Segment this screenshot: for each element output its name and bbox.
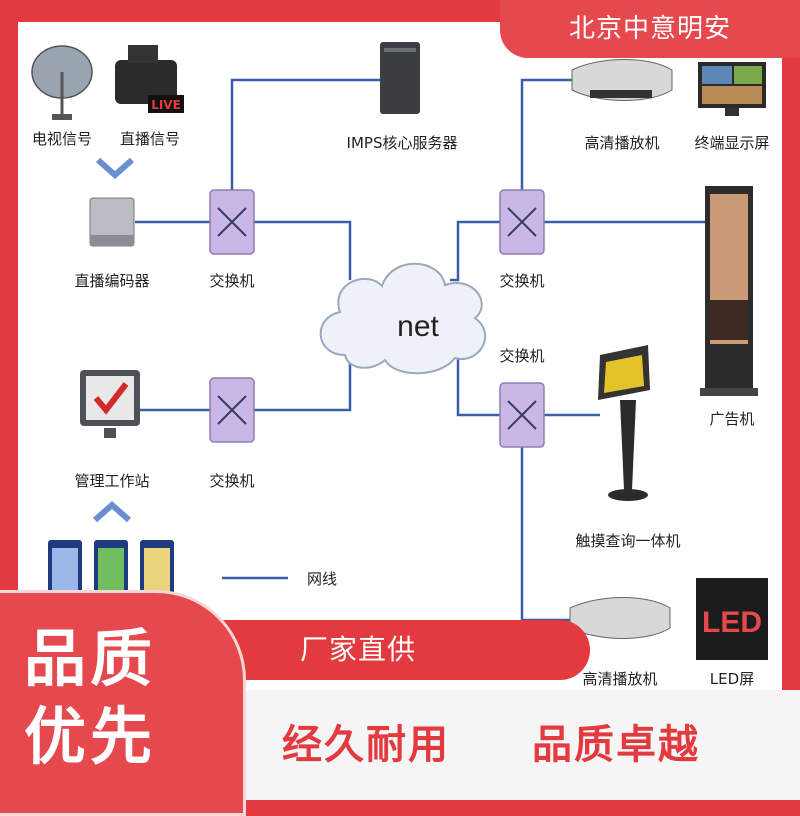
- link-switch-server: [230, 78, 380, 190]
- link-switch-bottom-player: [520, 445, 578, 622]
- admin-monitor-icon: [80, 370, 140, 438]
- switch-icon: [499, 189, 545, 255]
- terminal-screen-label: 终端显示屏: [694, 134, 770, 152]
- switch-label: 交换机: [209, 272, 255, 290]
- switch-icon: [209, 377, 255, 443]
- brand-tag: 北京中意明安: [500, 0, 800, 58]
- mobile-devices-icon: [48, 540, 174, 598]
- link-switch-cloud: [254, 220, 352, 280]
- switch-icon: [499, 382, 545, 448]
- live-badge: LIVE: [151, 98, 181, 112]
- server-label: IMPS核心服务器: [346, 134, 458, 152]
- ad-machine-icon: [700, 186, 758, 396]
- tv-signal-label: 电视信号: [31, 130, 93, 148]
- admin-station-label: 管理工作站: [74, 472, 150, 490]
- link-switch-player: [520, 78, 580, 190]
- kiosk-label: 触摸查询一体机: [575, 532, 681, 550]
- quality-badge: [0, 590, 246, 816]
- chevron-up-icon: [93, 500, 131, 523]
- led-screen-icon: LED: [696, 578, 768, 660]
- cloud-icon: [319, 262, 487, 375]
- live-signal-label: 直播信号: [119, 130, 181, 148]
- switch-label: 交换机: [499, 347, 545, 365]
- led-screen-label: LED屏: [709, 670, 755, 688]
- link-cloud-switch-rt: [450, 220, 500, 282]
- chevron-down-icon: [96, 157, 134, 180]
- hd-player-label: 高清播放机: [582, 670, 658, 688]
- server-icon: [380, 42, 420, 114]
- video-camera-icon: LIVE: [115, 45, 184, 113]
- badge-line-2: 优先: [24, 700, 157, 773]
- led-text: LED: [702, 606, 762, 639]
- network-diagram: LIVE: [31, 42, 768, 660]
- kiosk-icon: [598, 345, 650, 501]
- slogan-quality: 品质卓越: [532, 722, 700, 768]
- switch-icon: [209, 189, 255, 255]
- legend-label: 网线: [306, 570, 338, 588]
- hd-player-icon: [571, 59, 673, 101]
- link-switch-cloud-2: [254, 350, 352, 412]
- switch-label: 交换机: [499, 272, 545, 290]
- cloud-label: net: [397, 310, 439, 343]
- badge-line-1: 品质: [24, 622, 157, 695]
- satellite-dish-icon: [31, 45, 93, 120]
- hd-player-label: 高清播放机: [584, 134, 660, 152]
- hd-player-icon: [569, 597, 671, 639]
- encoder-label: 直播编码器: [74, 272, 150, 290]
- encoder-icon: [89, 197, 135, 247]
- slogan-durable: 经久耐用: [282, 722, 450, 768]
- supply-banner-text: 厂家直供: [300, 633, 417, 666]
- terminal-screen-icon: [698, 62, 766, 116]
- ad-machine-label: 广告机: [709, 410, 755, 428]
- switch-label: 交换机: [209, 472, 255, 490]
